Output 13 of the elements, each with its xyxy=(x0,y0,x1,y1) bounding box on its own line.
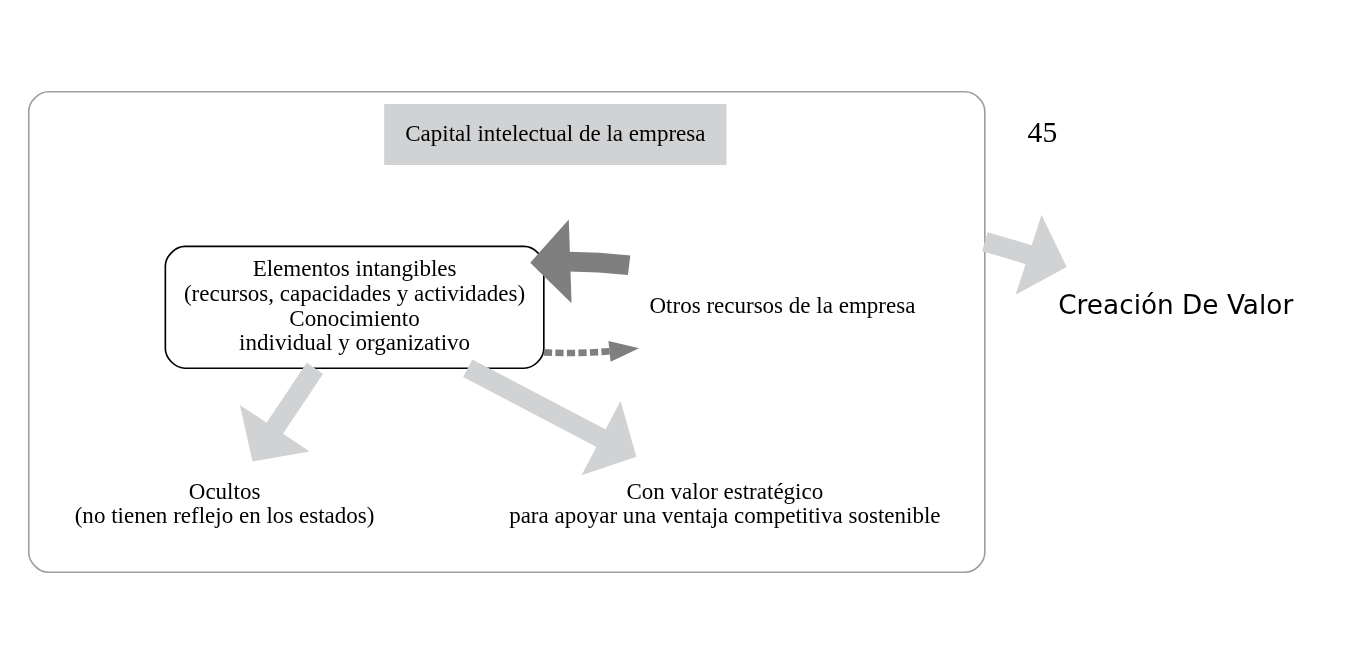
arrow xyxy=(463,359,637,475)
node-text: Creación De Valor xyxy=(1058,289,1294,320)
node-box: Elementos intangibles (recursos, capacidades y actividades) Conocimiento individual y organizativo xyxy=(164,245,545,369)
arrow xyxy=(530,218,631,303)
node-text: Ocultos (no tienen reflejo en los estados) xyxy=(74,477,375,528)
node-box: Capital intelectual de la empresa xyxy=(384,103,727,165)
label: 45 xyxy=(1027,115,1058,148)
node-text: Con valor estratégico para apoyar una ventaja competitiva sostenible xyxy=(509,477,941,528)
arrow xyxy=(982,214,1067,295)
cluster xyxy=(27,90,986,573)
node-text: Otros recursos de la empresa xyxy=(649,291,916,318)
arrow xyxy=(239,362,324,461)
arrow xyxy=(543,340,640,362)
